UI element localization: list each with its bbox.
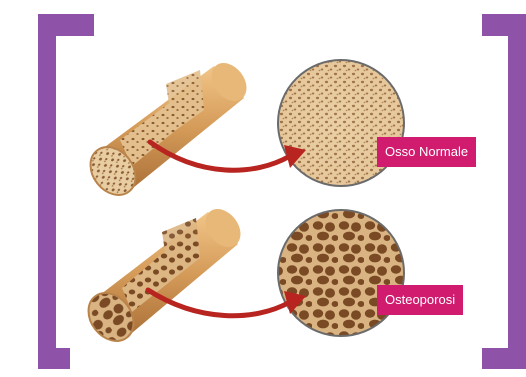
normal-bone-magnified — [278, 60, 404, 186]
label-osso-normale: Osso Normale — [377, 137, 476, 167]
label-osteoporosi: Osteoporosi — [377, 285, 463, 315]
normal-bone — [81, 56, 254, 204]
osteoporosis-magnified — [278, 210, 404, 336]
osteoporotic-bone — [79, 202, 248, 350]
